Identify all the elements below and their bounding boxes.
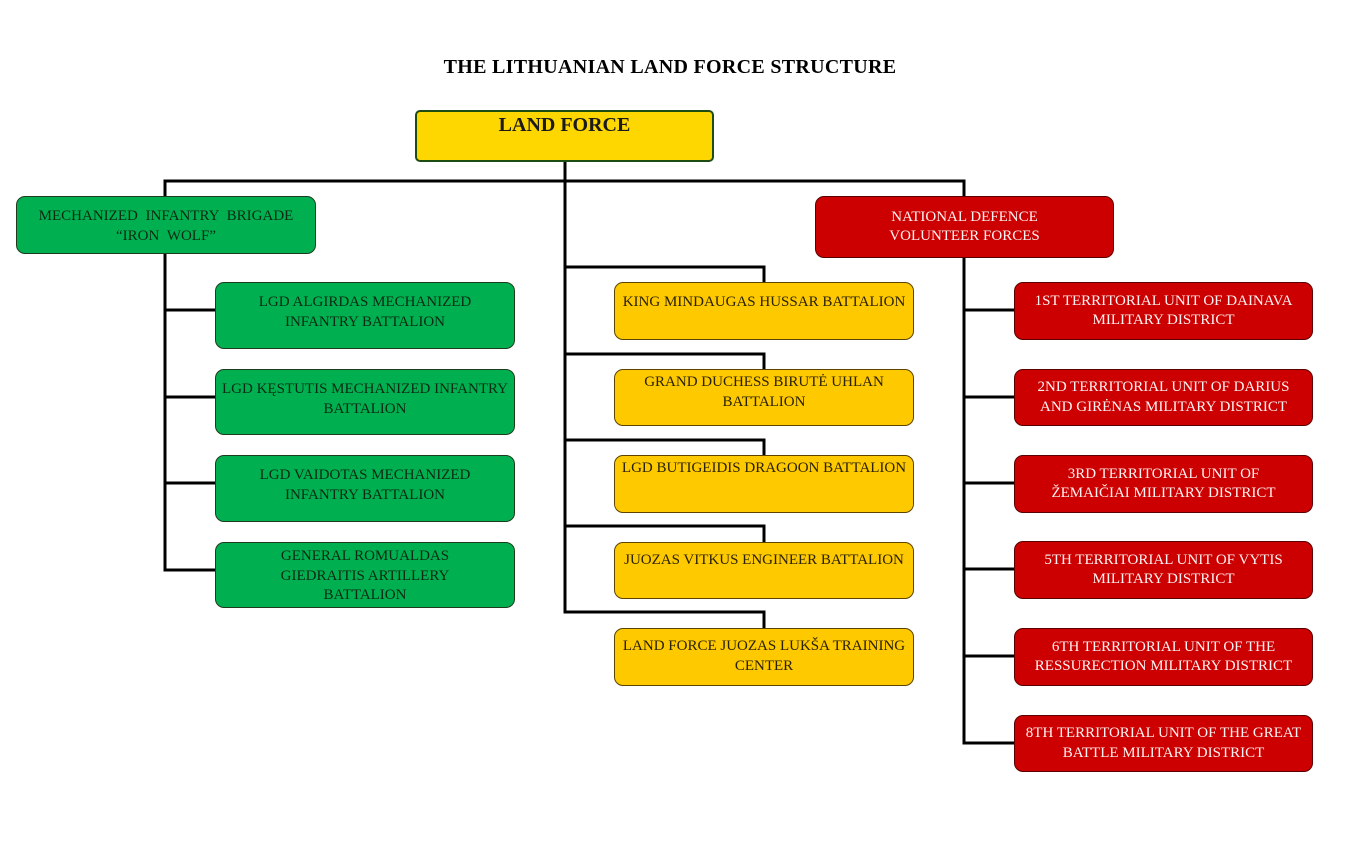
node-label: KING MINDAUGAS HUSSAR BATTALION [622,294,906,310]
connector-center-branch [563,265,766,284]
node-label: LGD KĘSTUTIS MECHANIZED INFANTRY BATTALI… [222,381,508,417]
territorial-unit-node: 3RD TERRITORIAL UNIT OF ŽEMAIČIAI MILITA… [1014,455,1313,513]
node-label: 8TH TERRITORIAL UNIT OF THE GREAT BATTLE… [1025,725,1302,761]
node-label: MECHANIZED INFANTRY BRIGADE “IRON WOLF” [38,208,294,244]
territorial-unit-node: 8TH TERRITORIAL UNIT OF THE GREAT BATTLE… [1014,715,1313,772]
brigade-unit-node: LGD KĘSTUTIS MECHANIZED INFANTRY BATTALI… [215,369,515,435]
chart-title: THE LITHUANIAN LAND FORCE STRUCTURE [443,56,897,78]
mechanized-infantry-brigade-node: MECHANIZED INFANTRY BRIGADE “IRON WOLF” [16,196,316,254]
territorial-unit-node: 6TH TERRITORIAL UNIT OF THE RESSURECTION… [1014,628,1313,686]
brigade-unit-node: LGD ALGIRDAS MECHANIZED INFANTRY BATTALI… [215,282,515,349]
node-label: 3RD TERRITORIAL UNIT OF ŽEMAIČIAI MILITA… [1051,465,1276,502]
territorial-unit-node: 1ST TERRITORIAL UNIT OF DAINAVA MILITARY… [1014,282,1313,340]
direct-unit-node: GRAND DUCHESS BIRUTĖ UHLAN BATTALION [614,369,914,426]
node-label: LGD VAIDOTAS MECHANIZED INFANTRY BATTALI… [259,467,471,503]
node-label: GRAND DUCHESS BIRUTĖ UHLAN BATTALION [644,374,884,410]
connector-center-branch [563,352,766,371]
connector-brigade-trunk [163,251,217,572]
national-defence-volunteer-forces-node: NATIONAL DEFENCE VOLUNTEER FORCES [815,196,1114,258]
direct-unit-node: JUOZAS VITKUS ENGINEER BATTALION [614,542,914,599]
connector-center-branch [563,524,766,544]
brigade-unit-node: GENERAL ROMUALDAS GIEDRAITIS ARTILLERY B… [215,542,515,608]
node-label: JUOZAS VITKUS ENGINEER BATTALION [624,552,904,568]
node-label: 2ND TERRITORIAL UNIT OF DARIUS AND GIRĖN… [1037,379,1290,415]
node-label: 5TH TERRITORIAL UNIT OF VYTIS MILITARY D… [1044,551,1283,588]
connector-center-branch [563,438,766,457]
direct-unit-node: LGD BUTIGEIDIS DRAGOON BATTALION [614,455,914,513]
node-label: LAND FORCE [498,114,631,136]
brigade-unit-node: LGD VAIDOTAS MECHANIZED INFANTRY BATTALI… [215,455,515,522]
direct-unit-node: LAND FORCE JUOZAS LUKŠA TRAINING CENTER [614,628,914,686]
node-label: NATIONAL DEFENCE VOLUNTEER FORCES [889,208,1040,245]
territorial-unit-node: 5TH TERRITORIAL UNIT OF VYTIS MILITARY D… [1014,541,1313,599]
node-label: LGD BUTIGEIDIS DRAGOON BATTALION [621,460,907,476]
land-force-node: LAND FORCE [415,110,714,162]
node-label: 1ST TERRITORIAL UNIT OF DAINAVA MILITARY… [1034,292,1293,329]
direct-unit-node: KING MINDAUGAS HUSSAR BATTALION [614,282,914,340]
node-label: LAND FORCE JUOZAS LUKŠA TRAINING CENTER [622,638,906,674]
node-label: GENERAL ROMUALDAS GIEDRAITIS ARTILLERY B… [280,548,450,603]
connector-center-branch [563,610,766,630]
connector-volunteer-trunk [962,255,1016,745]
node-label: 6TH TERRITORIAL UNIT OF THE RESSURECTION… [1034,638,1293,675]
territorial-unit-node: 2ND TERRITORIAL UNIT OF DARIUS AND GIRĖN… [1014,369,1313,426]
node-label: LGD ALGIRDAS MECHANIZED INFANTRY BATTALI… [258,294,472,330]
